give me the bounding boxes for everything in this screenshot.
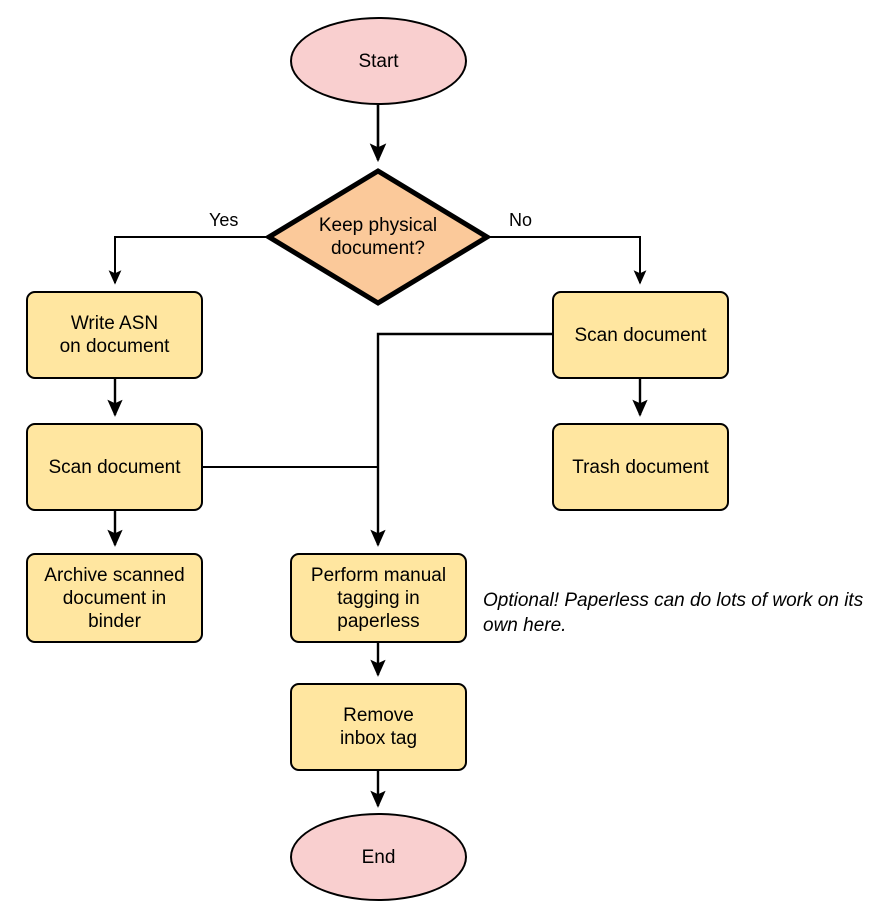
annotation-optional-paperless-note: Optional! Paperless can do lots of work … (483, 590, 864, 636)
connector-decision-yes-to-write-asn (108, 236, 266, 285)
node-remove-inbox-tag[interactable]: Remove inbox tag (290, 683, 467, 771)
node-trash-label: Trash document (572, 456, 709, 478)
node-remove-inbox-label: Remove inbox tag (339, 705, 418, 749)
node-decision-keep-physical-document[interactable]: Keep physical document? (266, 168, 490, 306)
node-end-label: End (361, 846, 396, 868)
node-scan-left-label: Scan document (48, 456, 181, 478)
node-trash-document[interactable]: Trash document (552, 423, 729, 511)
node-perform-manual-tagging-in-paperless[interactable]: Perform manual tagging in paperless (290, 553, 467, 643)
node-start[interactable]: Start (290, 17, 467, 105)
connector-decision-no-to-scan-right (490, 236, 647, 285)
node-archive-binder-label: Archive scanned document in binder (44, 564, 185, 632)
diamond-shape (266, 168, 490, 306)
node-write-asn-label: Write ASN on document (59, 313, 170, 357)
node-archive-scanned-document-in-binder[interactable]: Archive scanned document in binder (26, 553, 203, 643)
connector-scan-right-to-manual-tagging (370, 332, 552, 547)
node-start-label: Start (358, 50, 399, 72)
node-scan-right-label: Scan document (574, 324, 707, 346)
node-end[interactable]: End (290, 813, 467, 901)
node-write-asn-on-document[interactable]: Write ASN on document (26, 291, 203, 379)
edge-label-no: No (509, 210, 533, 230)
node-manual-tagging-label: Perform manual tagging in paperless (310, 564, 447, 632)
edge-label-yes: Yes (209, 210, 239, 230)
node-scan-document-right[interactable]: Scan document (552, 291, 729, 379)
node-decision-label: Keep physical document? (318, 215, 438, 259)
node-scan-document-left[interactable]: Scan document (26, 423, 203, 511)
